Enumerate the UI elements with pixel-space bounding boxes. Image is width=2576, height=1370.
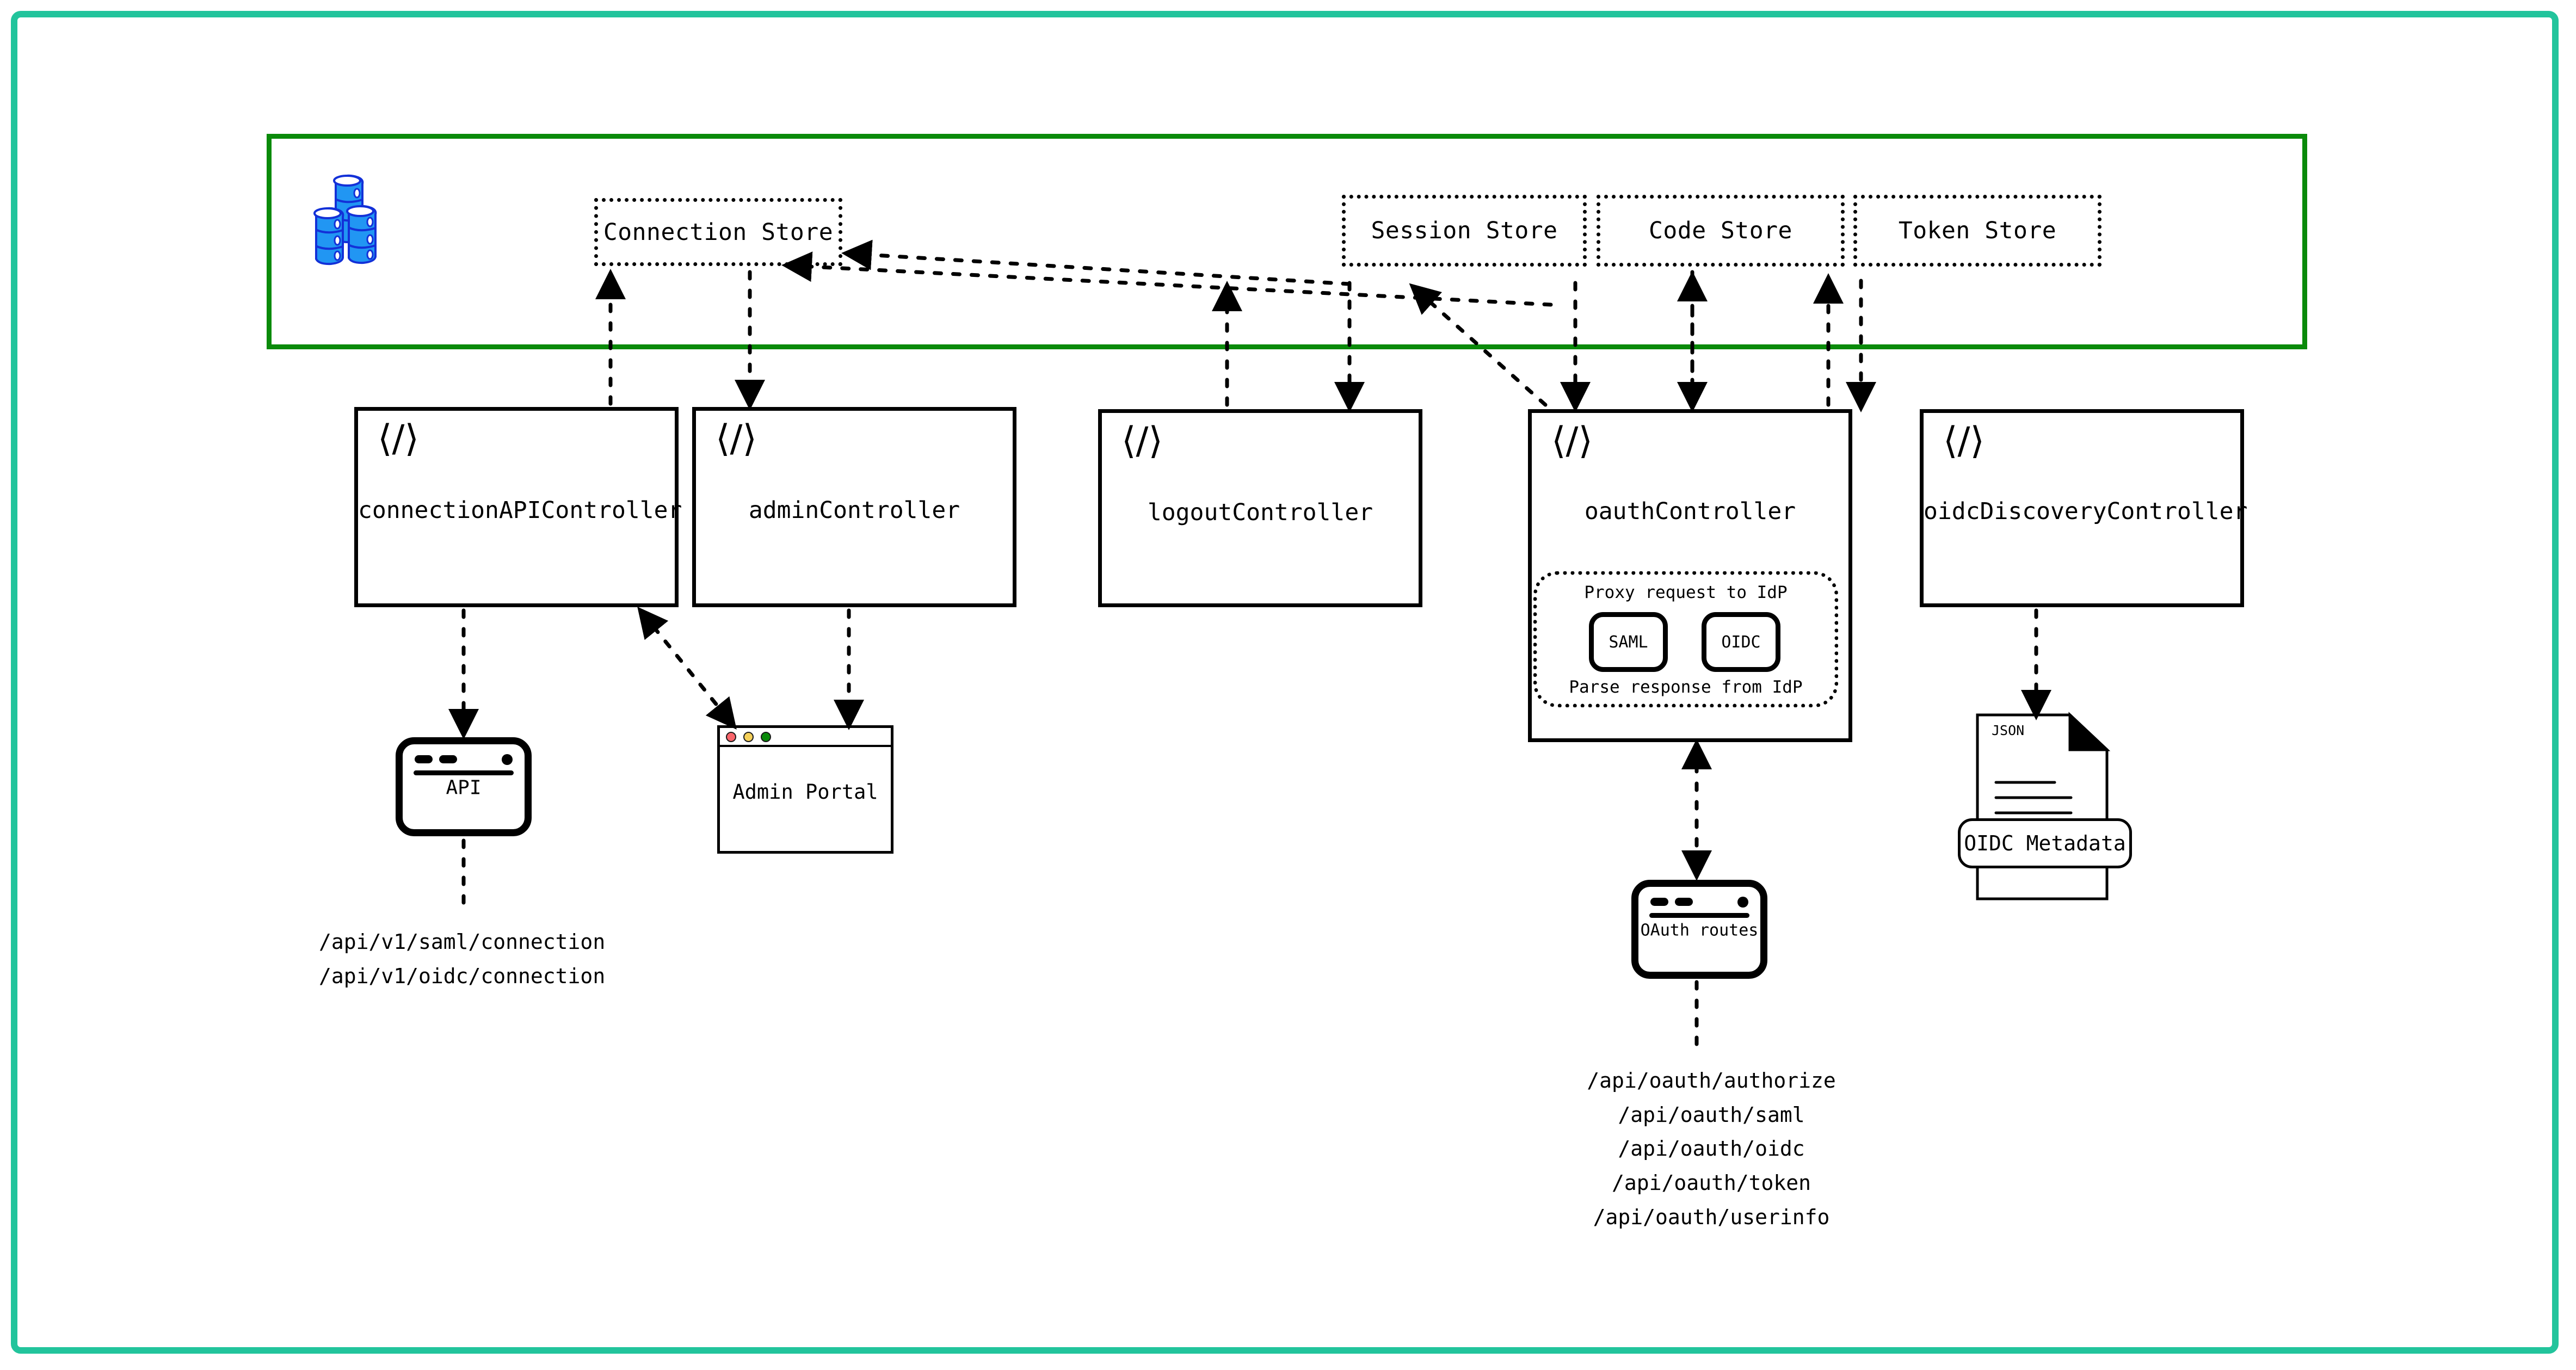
window-dot-icon [1650,898,1668,906]
window-dot-icon [415,755,433,763]
store-box-code[interactable]: Code Store [1597,195,1845,267]
oidc-metadata-node[interactable]: JSON OIDC Metadata [1958,712,2132,902]
window-titlebar-rule [1649,913,1749,918]
code-tag-icon: ⟨/⟩ [378,417,419,460]
connection-api-paths: /api/v1/saml/connection /api/v1/oidc/con… [319,925,605,993]
oidc-metadata-label-chip: OIDC Metadata [1958,818,2132,868]
window-titlebar-rule [414,770,514,775]
protocol-chip-oidc[interactable]: OIDC [1702,612,1780,672]
window-dot-icon [1675,898,1693,906]
path-item: /api/oauth/saml [1618,1102,1805,1127]
controller-label: logoutController [1147,499,1373,526]
store-box-connection[interactable]: Connection Store [594,198,842,266]
code-tag-icon: ⟨/⟩ [1551,419,1593,462]
oidc-metadata-label: OIDC Metadata [1964,831,2126,855]
api-node-label: API [446,776,482,799]
protocol-chip-label: SAML [1609,632,1648,652]
window-dot-icon [1737,897,1748,908]
controller-label: connectionAPIController [358,497,682,524]
controller-admin[interactable]: ⟨/⟩ adminController [692,407,1016,607]
path-item: /api/oauth/authorize [1587,1069,1836,1093]
path-item: /api/oauth/oidc [1618,1137,1805,1161]
controller-label: oidcDiscoveryController [1924,498,2248,525]
code-tag-icon: ⟨/⟩ [716,417,757,460]
admin-portal-label: Admin Portal [732,780,878,804]
oauth-routes-node[interactable]: OAuth routes [1631,880,1767,979]
path-item: /api/oauth/userinfo [1593,1205,1830,1229]
oauth-routes-label: OAuth routes [1640,921,1759,940]
controller-label: adminController [748,497,960,524]
idp-proxy-group: Proxy request to IdP SAML OIDC Parse res… [1533,571,1838,707]
window-dot-icon [502,754,513,765]
path-item: /api/v1/saml/connection [319,930,606,954]
code-tag-icon: ⟨/⟩ [1943,419,1985,462]
code-tag-icon: ⟨/⟩ [1121,419,1163,462]
outer-frame [11,11,2559,1354]
traffic-light-close-icon [726,732,736,742]
controller-oidc-discovery[interactable]: ⟨/⟩ oidcDiscoveryController [1920,409,2248,607]
store-box-session[interactable]: Session Store [1342,195,1587,267]
store-box-token[interactable]: Token Store [1853,195,2102,267]
admin-portal-node[interactable]: Admin Portal [717,725,893,854]
store-label: Session Store [1371,217,1558,244]
traffic-light-maximize-icon [761,732,771,742]
database-stack-icon [313,174,377,266]
protocol-chip-label: OIDC [1721,632,1761,652]
path-item: /api/v1/oidc/connection [319,964,606,988]
window-dot-icon [439,755,457,763]
api-node[interactable]: API [396,737,532,836]
controller-label: oauthController [1584,498,1796,525]
traffic-light-minimize-icon [743,732,754,742]
store-label: Code Store [1649,217,1792,244]
store-label: Token Store [1898,217,2057,244]
store-label: Connection Store [603,218,834,246]
idp-group-bottom-label: Parse response from IdP [1569,677,1803,697]
browser-titlebar [720,728,891,747]
idp-group-top-label: Proxy request to IdP [1584,583,1788,602]
protocol-chip-saml[interactable]: SAML [1589,612,1668,672]
controller-connection-api[interactable]: ⟨/⟩ connectionAPIController [354,407,682,607]
controller-logout[interactable]: ⟨/⟩ logoutController [1098,409,1422,607]
json-document-icon [1976,712,2110,900]
oauth-routes-paths: /api/oauth/authorize /api/oauth/saml /ap… [1583,1064,1839,1234]
doc-type-label: JSON [1992,723,2025,738]
path-item: /api/oauth/token [1611,1171,1811,1195]
